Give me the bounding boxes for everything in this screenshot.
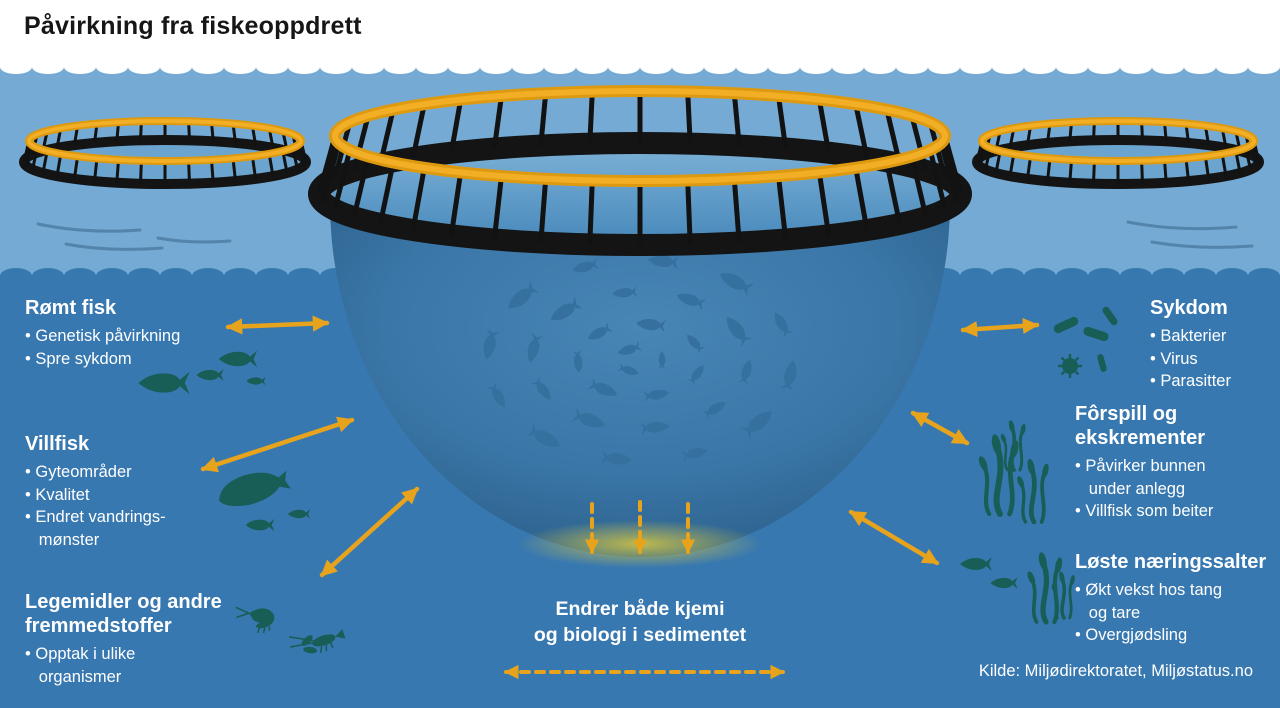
fish-cage-left (19, 117, 311, 189)
block-heading: Fôrspill og ekskrementer (1075, 403, 1206, 449)
block-heading: Sykdom (1150, 297, 1228, 319)
bullet-item: • Påvirker bunnen under anlegg (1075, 457, 1206, 498)
net-bowl (330, 202, 950, 557)
arrow-romt-fisk (225, 315, 330, 335)
label-sykdom: Sykdom • Bakterier • Virus • Parasitter (1150, 296, 1231, 393)
shrimp-icon (235, 606, 275, 634)
arrow-villfisk (200, 416, 355, 473)
arrow-sykdom (960, 317, 1040, 338)
label-legemidler: Legemidler og andre fremmedstoffer • Opp… (25, 590, 222, 688)
arrow-legemidler (319, 486, 420, 578)
sediment-label: Endrer både kjemi og biologi i sedimente… (533, 598, 747, 646)
bullet-item: • Parasitter (1150, 372, 1231, 390)
bullet-item: • Økt vekst hos tang og tare (1075, 581, 1223, 622)
sediment-arrows (504, 500, 785, 680)
impact-arrows (200, 315, 1040, 578)
disease-organism-icons (1053, 306, 1118, 378)
sediment-glow (518, 520, 762, 568)
source-credit: Kilde: Miljødirektoratet, Miljøstatus.no (978, 662, 1253, 680)
page-title: Påvirkning fra fiskeoppdrett (24, 12, 362, 40)
block-heading: Legemidler og andre fremmedstoffer (25, 591, 222, 637)
bacteria-icon (1083, 326, 1109, 342)
bullet-item: • Spre sykdom (25, 349, 132, 368)
label-villfisk: Villfisk • Gyteområder • Kvalitet • Endr… (25, 432, 166, 551)
bullet-item: • Virus (1150, 349, 1198, 368)
scene-illustration (0, 62, 1280, 708)
arrow-forspill (910, 410, 970, 446)
block-heading: Løste næringssalter (1075, 551, 1267, 573)
block-heading: Villfisk (25, 433, 90, 455)
arrow-loste (848, 509, 940, 566)
cage-rail-highlight (980, 119, 1256, 163)
bacteria-icon (1053, 316, 1079, 334)
bullet-item: • Opptak i ulike organismer (25, 645, 136, 686)
label-romt-fisk: Rømt fisk • Genetisk påvirkning • Spre s… (25, 296, 180, 370)
bullet-item: • Genetisk påvirkning (25, 327, 181, 345)
block-heading: Rømt fisk (25, 297, 117, 319)
bacteria-icon (1097, 354, 1107, 372)
bullet-item: • Gyteområder (25, 463, 132, 481)
wave-border-top (0, 62, 1280, 74)
lobster-icon (289, 629, 346, 654)
medicine-organism-icons (235, 606, 346, 654)
cage-rail-highlight (27, 119, 303, 163)
water-ripples (36, 220, 1254, 251)
bullet-item: • Villfisk som beiter (1075, 502, 1214, 520)
virus-icon (1058, 354, 1082, 378)
bullet-item: • Endret vandrings- mønster (25, 508, 166, 549)
bacteria-icon (1102, 306, 1118, 326)
fish-cage-center (308, 85, 972, 256)
bullet-item: • Kvalitet (25, 485, 90, 504)
label-forspill: Fôrspill og ekskrementer • Påvirker bunn… (1075, 402, 1213, 523)
cage-rail-highlight (332, 88, 948, 184)
bullet-item: • Overgjødsling (1075, 626, 1188, 644)
fish-cage-right (972, 117, 1264, 189)
bullet-item: • Bakterier (1150, 327, 1227, 345)
label-loste-naeringssalter: Løste næringssalter • Økt vekst hos tang… (1075, 550, 1266, 647)
